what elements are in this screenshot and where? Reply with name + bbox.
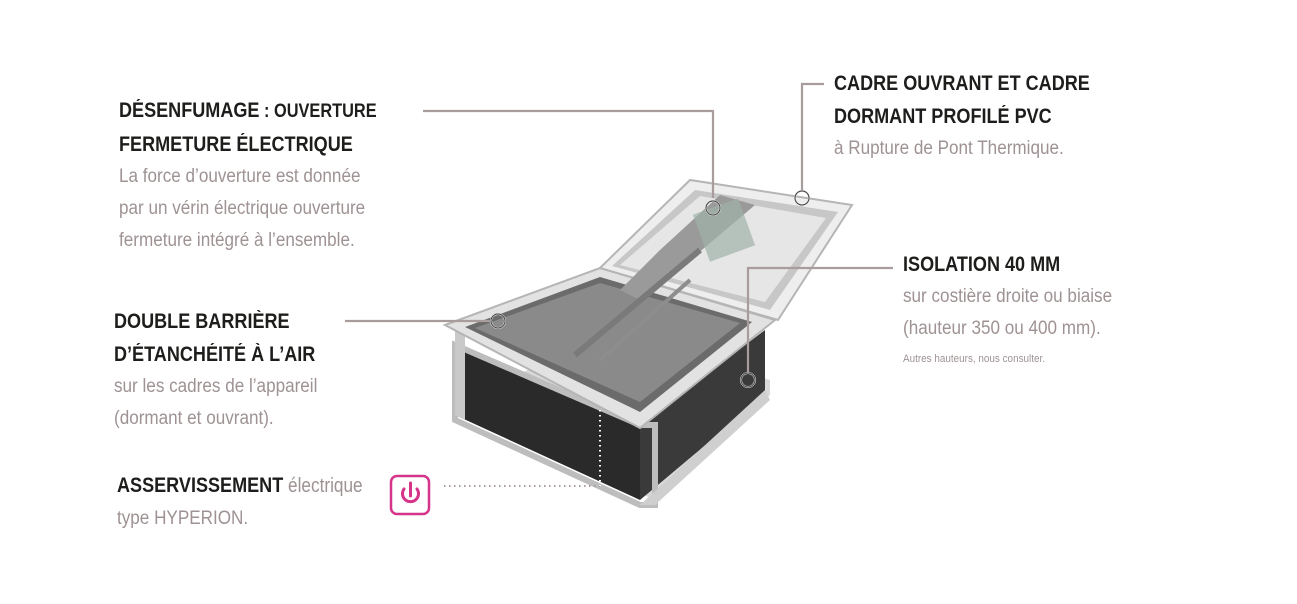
barriere-text-1: sur les cadres de l’appareil	[114, 376, 318, 397]
marker-desenfumage	[705, 200, 721, 216]
desenfumage-title-line2: FERMETURE ÉLECTRIQUE	[119, 133, 353, 156]
barriere-text-2: (dormant et ouvrant).	[114, 408, 274, 429]
leader-desenfumage	[423, 109, 715, 198]
marker-isolation	[740, 372, 756, 388]
marker-cadre	[794, 190, 810, 206]
cadre-text-1: à Rupture de Pont Thermique.	[834, 138, 1064, 159]
barriere-title-1: DOUBLE BARRIÈRE	[114, 310, 290, 333]
isolation-text-2: (hauteur 350 ou 400 mm).	[903, 318, 1101, 339]
asservissement-block: ASSERVISSEMENT électrique type HYPERION.	[117, 469, 403, 535]
curb-right-face	[640, 330, 765, 500]
cadre-block: CADRE OUVRANT ET CADRE DORMANT PROFILÉ P…	[834, 67, 1132, 165]
isolation-note: Autres hauteurs, nous consulter.	[903, 353, 1045, 365]
desenfumage-title: DÉSENFUMAGE : OUVERTURE	[119, 99, 377, 122]
curb-left-face	[455, 345, 640, 500]
power-icon	[389, 474, 431, 516]
barriere-block: DOUBLE BARRIÈRE D’ÉTANCHÉITÉ À L’AIR sur…	[114, 305, 348, 435]
isolation-title: ISOLATION 40 MM	[903, 253, 1061, 276]
asservissement-text-2: type HYPERION.	[117, 508, 249, 529]
desenfumage-text-3: fermeture intégré à l’ensemble.	[119, 230, 355, 251]
cadre-title-2: DORMANT PROFILÉ PVC	[834, 105, 1052, 128]
desenfumage-block: DÉSENFUMAGE : OUVERTURE FERMETURE ÉLECTR…	[119, 94, 419, 257]
isolation-block: ISOLATION 40 MM sur costière droite ou b…	[903, 248, 1135, 365]
leader-lines	[345, 82, 893, 373]
desenfumage-text-2: par un vérin électrique ouverture	[119, 198, 366, 219]
isolation-text-1: sur costière droite ou biaise	[903, 286, 1113, 307]
asservissement-title: ASSERVISSEMENT électrique	[117, 474, 363, 497]
leader-isolation	[746, 266, 893, 373]
desenfumage-text-1: La force d’ouverture est donnée	[119, 166, 361, 187]
barriere-title-2: D’ÉTANCHÉITÉ À L’AIR	[114, 343, 316, 366]
marker-barriere	[490, 313, 506, 329]
cadre-title-1: CADRE OUVRANT ET CADRE	[834, 72, 1090, 95]
leader-cadre	[800, 82, 824, 190]
